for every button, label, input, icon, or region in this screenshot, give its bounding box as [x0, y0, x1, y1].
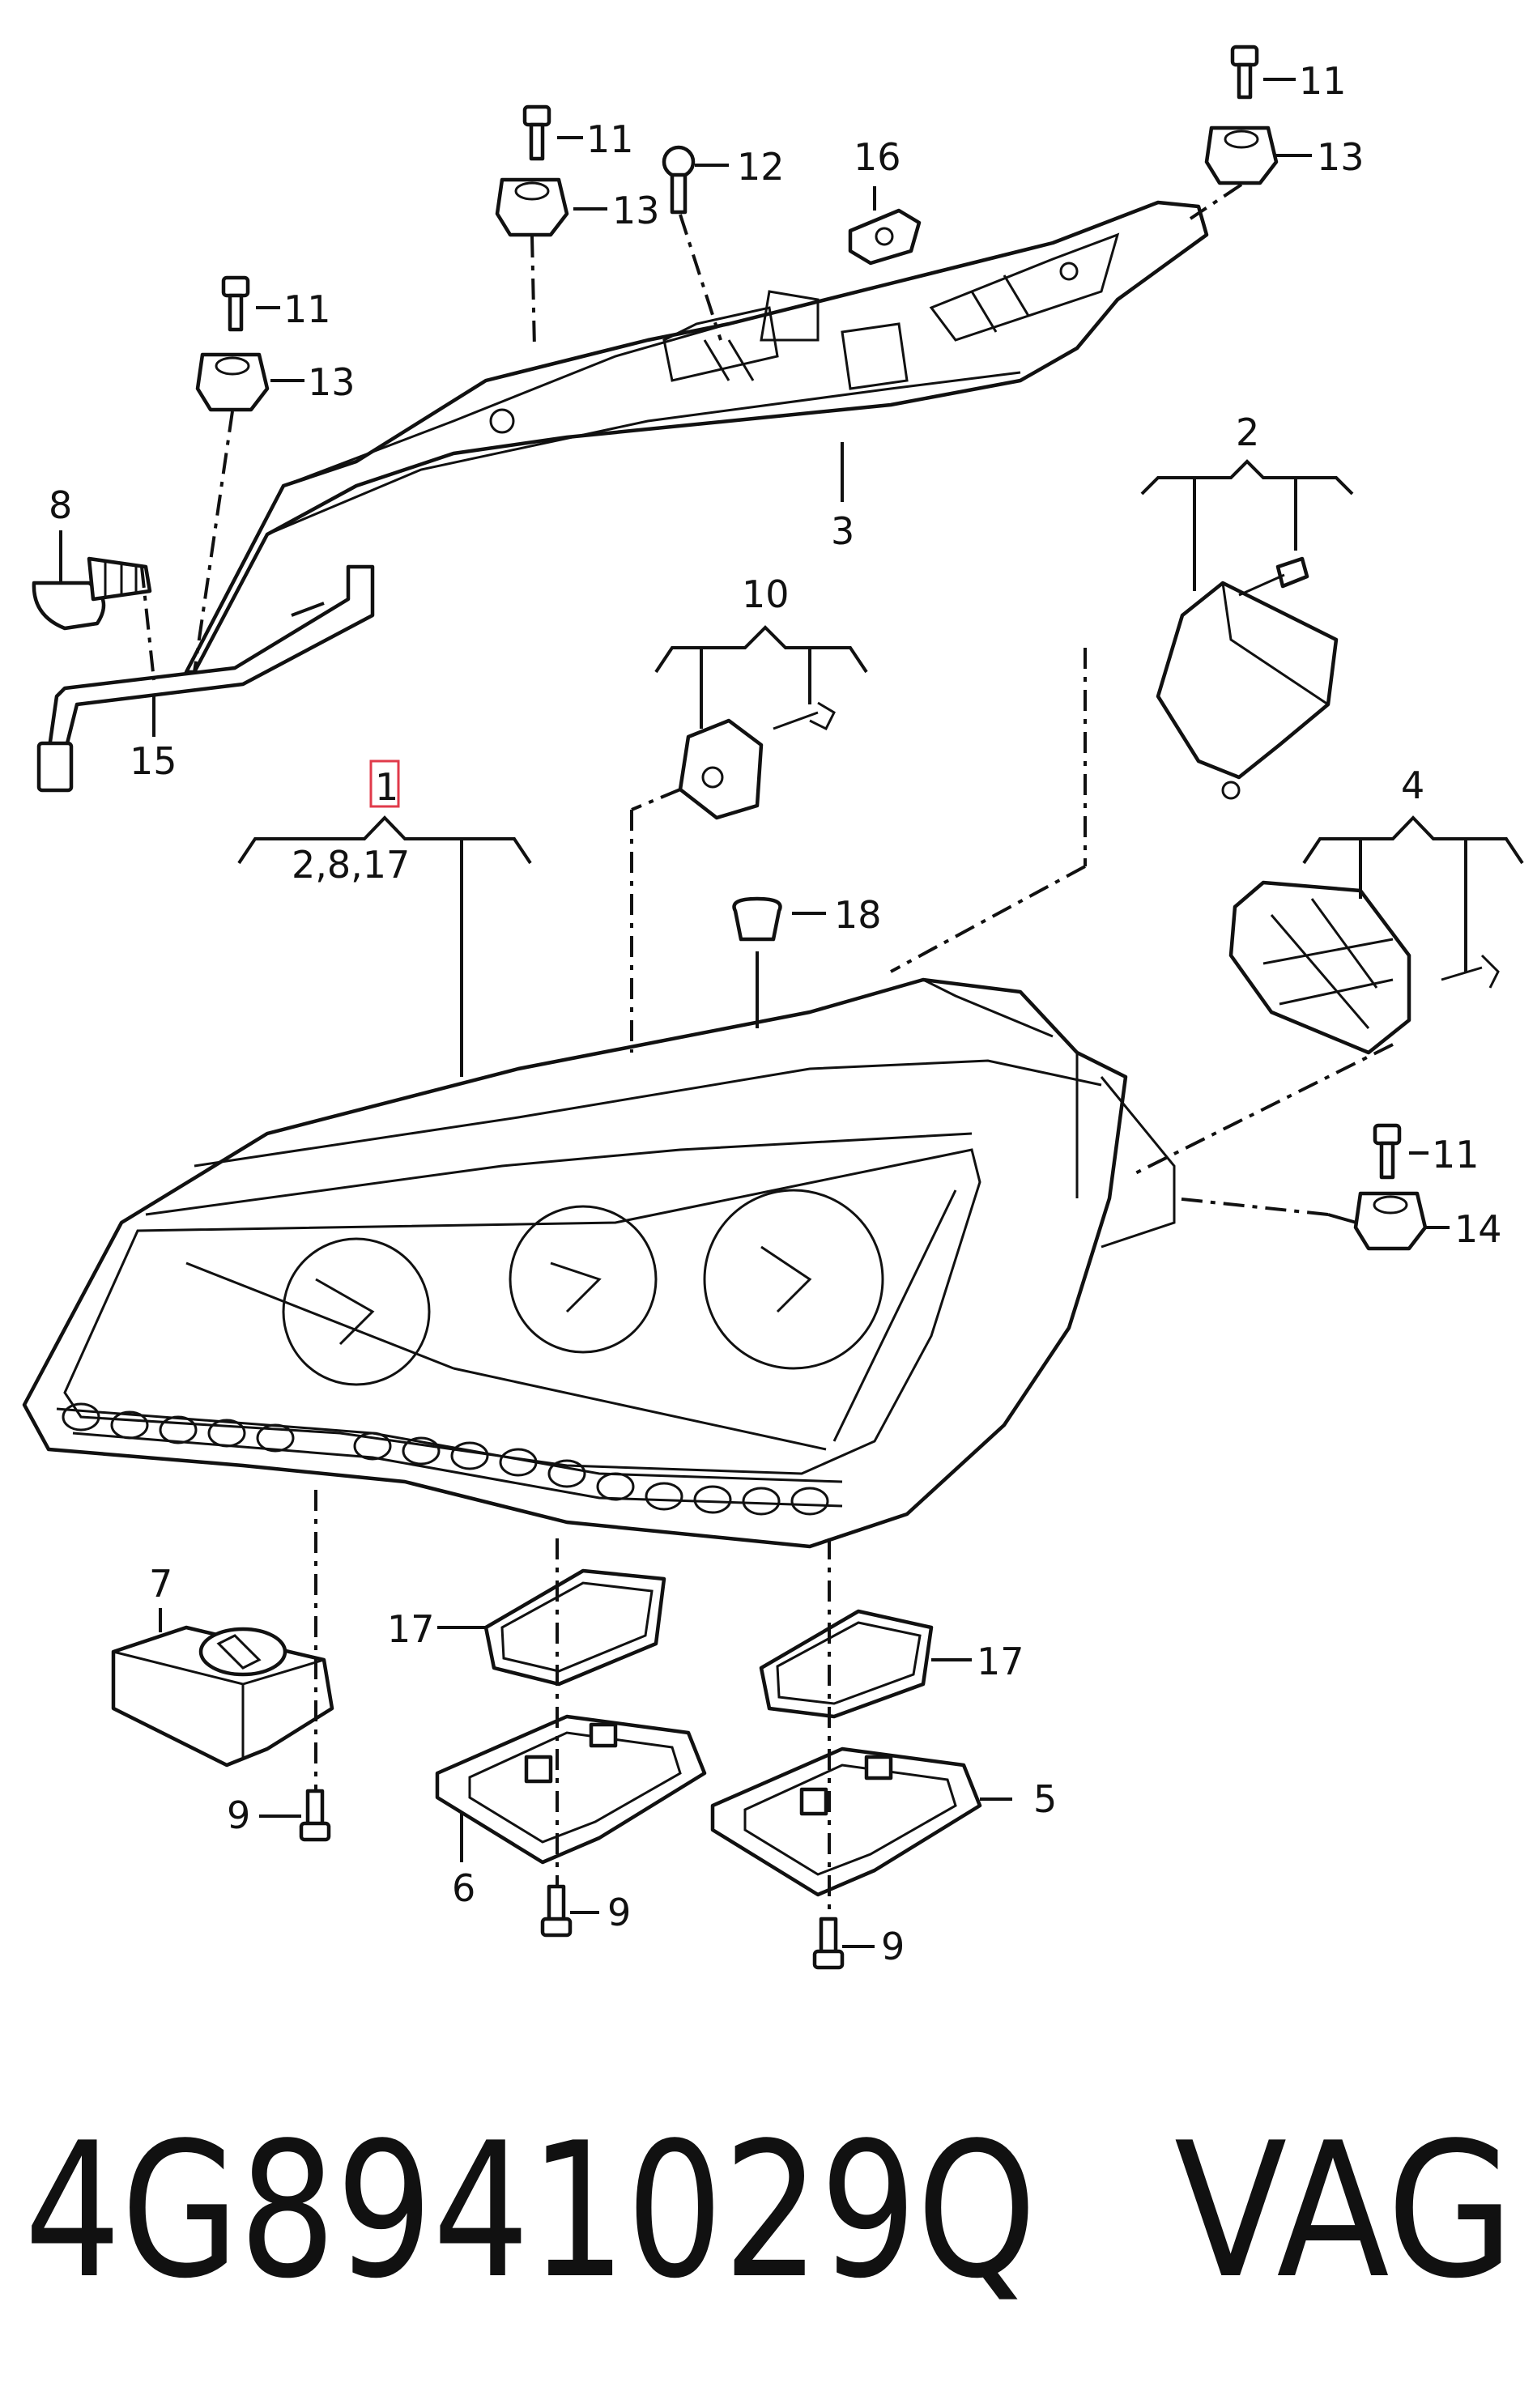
cover-part-4 — [1228, 880, 1500, 1055]
brand-name: VAG — [1174, 2104, 1514, 2320]
label-18: 18 — [834, 893, 882, 937]
seal-part-17 — [483, 1568, 934, 1719]
headlamp-housing — [22, 977, 1176, 1549]
label-11-a: 11 — [1299, 59, 1347, 103]
label-15: 15 — [130, 739, 177, 783]
label-13-c: 13 — [308, 360, 356, 404]
label-1: 1 — [375, 765, 398, 809]
label-13-a: 13 — [1317, 135, 1365, 179]
highlight-box — [369, 759, 400, 808]
clip-nut-part-14 — [1353, 1191, 1428, 1251]
cover-part-2 — [1156, 556, 1339, 800]
plug-part-18 — [732, 896, 782, 942]
label-9-a: 9 — [227, 1793, 250, 1837]
label-17-a: 17 — [387, 1607, 435, 1651]
connector-part-10 — [678, 701, 836, 820]
label-5: 5 — [1033, 1777, 1057, 1821]
label-13-b: 13 — [612, 189, 660, 232]
label-11-b: 11 — [586, 117, 634, 161]
label-2: 2 — [1236, 411, 1259, 454]
dashed-assembly-lines — [140, 183, 1394, 1919]
label-4: 4 — [1401, 764, 1424, 807]
label-16: 16 — [854, 135, 901, 179]
label-14: 14 — [1454, 1207, 1502, 1251]
clip-part-16 — [848, 208, 922, 266]
label-3: 3 — [831, 509, 854, 553]
part-number: 4G8941029Q — [24, 2104, 1037, 2320]
control-unit-part-7 — [111, 1625, 334, 1768]
label-7: 7 — [149, 1562, 172, 1606]
screw-part-11 — [221, 45, 1402, 1180]
label-9-c: 9 — [881, 1925, 905, 1968]
screw-part-12 — [662, 145, 696, 215]
label-10: 10 — [742, 572, 790, 616]
screw-part-9 — [299, 1789, 845, 1970]
leader-lines — [59, 78, 1524, 1948]
label-1-group: 2,8,17 — [292, 843, 410, 887]
label-17-b: 17 — [977, 1640, 1024, 1683]
label-11-c: 11 — [283, 287, 331, 331]
washer-part-8 — [32, 556, 152, 631]
breather-hose-part-15 — [36, 564, 375, 793]
label-12: 12 — [737, 145, 785, 189]
label-6: 6 — [452, 1866, 475, 1910]
label-8: 8 — [49, 483, 72, 527]
clip-nut-part-13 — [195, 126, 1279, 412]
part-labels: 1 2,8,17 2 3 4 5 6 7 8 9 9 9 10 11 11 11… — [49, 59, 1502, 1968]
led-dots — [62, 1402, 829, 1516]
control-unit-part-6 — [435, 1714, 707, 1865]
label-11-d: 11 — [1432, 1133, 1480, 1176]
label-9-b: 9 — [607, 1891, 631, 1934]
mounting-bracket — [184, 200, 1209, 674]
control-unit-part-5 — [710, 1746, 982, 1897]
